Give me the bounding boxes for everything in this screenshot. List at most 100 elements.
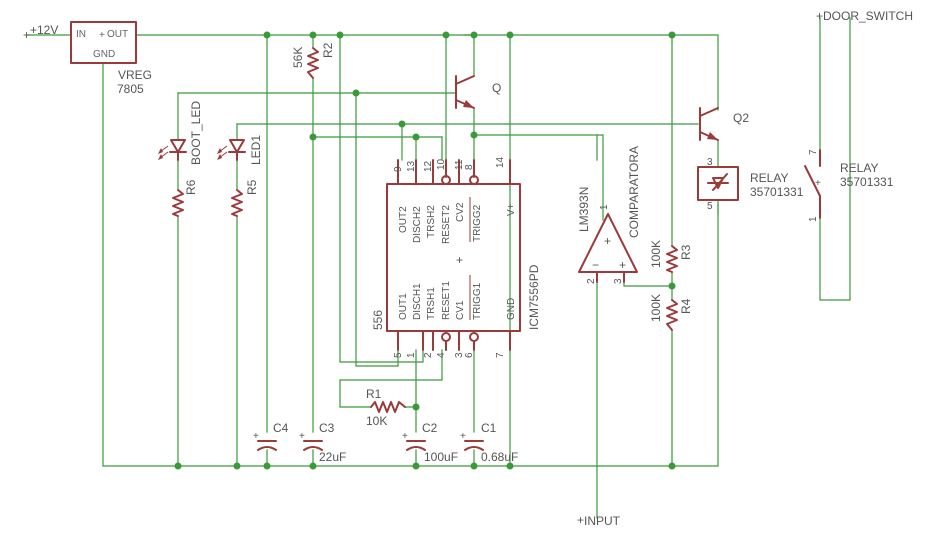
ic-pin-trigg2: TRIGG2 [472,204,483,242]
vreg-pin-gnd: GND [93,49,115,60]
vreg-pin-out: OUT [107,29,128,40]
r1-value: 10K [366,414,387,428]
ic-pin-vplus: V+ [506,203,517,216]
ic-pin12-num: 12 [423,160,434,172]
relay-contact-pin1: 1 [808,216,819,222]
boot-led-name: BOOT_LED [189,101,203,165]
relay-coil: 3 5 RELAY 35701331 [697,157,804,212]
ic-pin-gnd: GND [506,298,517,320]
transistor-q2: Q2 [699,107,749,141]
svg-text:+: + [604,234,611,248]
c2-name: C2 [422,421,438,435]
relay-coil-name: RELAY [750,171,788,185]
ic-bottom-pin-stubs [397,330,511,351]
voltage-regulator: IN + OUT GND VREG 7805 [70,21,152,96]
ic-pin-out2: OUT2 [398,206,409,233]
relay-coil-pin5: 5 [707,201,713,212]
relay-contact-name: RELAY [840,161,878,175]
r4-value: 100K [649,294,663,322]
svg-text:+: + [99,30,105,41]
vreg-value: 7805 [117,82,144,96]
r1-name: R1 [366,387,382,401]
svg-text:+: + [816,9,823,23]
resistor-r4: 100K R4 [649,294,693,331]
resistor-r2: 56K R2 [291,42,335,79]
r5-name: R5 [245,179,259,195]
c1-name: C1 [481,421,497,435]
ic-pin-disch1: DISCH1 [412,283,423,320]
ic-pin6-num: 6 [464,352,475,358]
r3-value: 100K [649,240,663,268]
q1-name: Q [492,81,501,95]
ic-name: 556 [371,310,385,330]
vreg-pin-in: IN [76,29,86,40]
led-boot: BOOT_LED [158,101,203,165]
ic-pin10-num: 10 [436,158,447,170]
r4-name: R4 [679,298,693,314]
c3-name: C3 [319,421,335,435]
r2-name: R2 [321,42,335,58]
relay-contact: + 7 1 RELAY 35701331 [804,149,894,222]
ic-pin7-num: 7 [495,352,506,358]
ic-center-plus: + [456,253,463,267]
capacitor-c1: + C1 0.68uF [460,421,518,464]
resistor-r5: R5 [231,179,259,217]
c3-plus: + [299,431,305,442]
capacitor-c3: + C3 22uF [299,421,346,464]
ic-top-pin-stubs [397,159,511,185]
q2-name: Q2 [733,111,749,125]
ic-pin11-num: 11 [454,159,465,170]
wires [26,17,851,519]
relay-contact-pin7: 7 [808,149,819,155]
c1-value: 0.68uF [481,450,518,464]
svg-text:+: + [815,178,821,189]
resistor-r1: R1 10K [366,387,406,428]
ic-pin-cv1: CV1 [455,300,466,320]
led1-name: LED1 [249,135,263,165]
ic-pin8-num: 8 [464,164,475,170]
comparator-minus: − [592,258,599,272]
resistor-r3: 100K R3 [649,240,693,273]
capacitor-c2: + C2 100uF [402,421,458,464]
relay-coil-pin3: 3 [707,157,713,168]
ic-value: ICM7556PD [527,264,541,330]
svg-text:+: + [23,28,30,42]
ic-pin-out1: OUT1 [398,293,409,320]
ic-pin-trsh2: TRSH2 [426,205,437,238]
comparator-name: COMPARATORA [627,146,641,238]
ic-pin-reset2: RESET2 [441,205,452,244]
c4-name: C4 [273,421,289,435]
comparator-plus: + [619,258,626,272]
vreg-name: VREG [118,68,152,82]
c3-value: 22uF [319,450,346,464]
ic-pin-cv2: CV2 [455,202,466,222]
supply-label: +12V [30,23,58,37]
ic-pin2-num: 2 [423,352,434,358]
r3-name: R3 [679,244,693,260]
ic-pin9-num: 9 [393,166,404,172]
c2-plus: + [402,431,408,442]
ic-pin-trigg1: TRIGG1 [472,282,483,320]
junctions [174,31,676,470]
c1-plus: + [460,431,466,442]
r2-value: 56K [291,47,305,68]
comparator-value: LM393N [577,187,591,232]
comparator-pin1: 1 [599,204,610,210]
ic-pin-trsh1: TRSH1 [426,287,437,320]
ic-pin1-num: 1 [406,352,417,358]
led-1: LED1 [217,135,263,165]
comparator-pin3: 3 [613,278,624,284]
resistor-r6: R6 [172,179,198,217]
transistor-q1: Q [455,75,501,109]
svg-text:+: + [577,513,584,527]
ic-pin-reset1: RESET1 [441,281,452,320]
ic-pin4-num: 4 [436,352,447,358]
capacitor-c4: + C4 [253,421,289,451]
input-label: INPUT [584,514,621,528]
door-switch-label: DOOR_SWITCH [823,9,913,23]
r6-name: R6 [184,179,198,195]
ic-pin-disch2: DISCH2 [412,206,423,243]
timer-ic-556: 9 13 12 10 11 8 14 OUT2 DISCH2 TRSH2 RES… [371,156,541,358]
relay-coil-value: 35701331 [750,185,804,199]
